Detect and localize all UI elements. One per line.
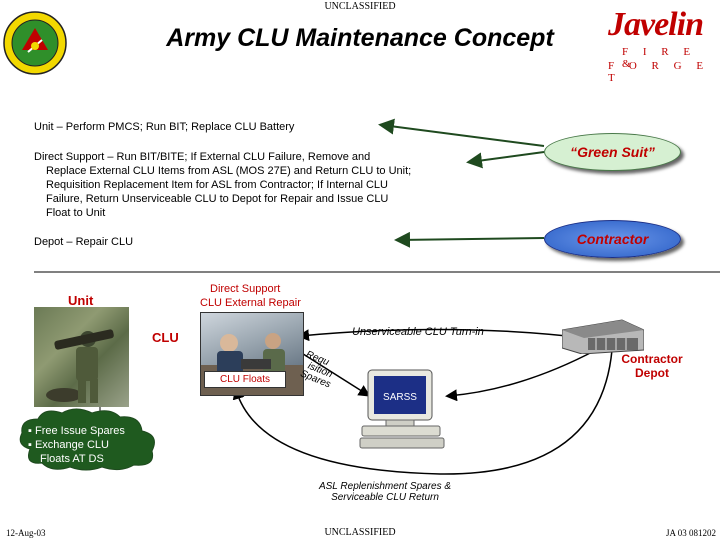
contractor-depot-line-1: Contractor [621, 352, 683, 366]
bullet-2-cont: Floats AT DS [40, 453, 104, 465]
ds-line-2: Replace External CLU Items from ASL (MOS… [46, 165, 412, 177]
bullet-2-text: Exchange CLU [34, 439, 109, 451]
clu-label: CLU [152, 330, 179, 345]
logo-row-2: F O R G E T [608, 60, 710, 84]
bullet-2: ▪ Exchange CLU [28, 439, 109, 451]
clu-floats-label: CLU Floats [204, 371, 286, 388]
ds-line-5: Float to Unit [46, 207, 106, 219]
ds-line-4: Failure, Return Unserviceable CLU to Dep… [46, 193, 389, 205]
contractor-oval: Contractor [544, 220, 681, 258]
contractor-depot-line-2: Depot [635, 366, 669, 380]
level-unit-text: Unit – Perform PMCS; Run BIT; Replace CL… [34, 121, 295, 133]
bullet-1: ▪ Free Issue Spares [28, 425, 125, 437]
arrow-direct-support [466, 151, 545, 169]
soldier-figure [46, 329, 114, 403]
asl-line-1: ASL Replenishment Spares & [318, 481, 452, 492]
arrow-unit [378, 118, 545, 147]
ds-line-3: Requisition Replacement Item for ASL fro… [46, 179, 388, 191]
soldier-photo [34, 307, 129, 407]
asl-line-2: Serviceable CLU Return [331, 492, 439, 503]
level-depot-text: Depot – Repair CLU [34, 236, 134, 248]
footer-date: 12-Aug-03 [6, 528, 46, 538]
classification-bottom: UNCLASSIFIED [324, 527, 396, 538]
clu-external-repair-label: CLU External Repair [200, 297, 301, 309]
ds-line-1: Direct Support – Run BIT/BITE; If Extern… [34, 151, 371, 163]
arrow-asl-return [232, 349, 613, 475]
turn-in-label: Unserviceable CLU Turn-in [352, 326, 484, 338]
sarss-label: SARSS [383, 392, 417, 403]
asl-replenishment-label: ASL Replenishment Spares & Serviceable C… [300, 481, 470, 503]
logo-word: Javelin [608, 6, 704, 43]
direct-support-label: Direct Support [210, 283, 281, 295]
level-direct-support-text: Direct Support – Run BIT/BITE; If Extern… [34, 150, 411, 220]
page-title: Army CLU Maintenance Concept [166, 24, 554, 52]
logo-row-1: F I R E & [622, 46, 697, 70]
contractor-depot-label: Contractor Depot [612, 352, 692, 380]
cloud-bullets: ▪ Free Issue Spares ▪ Exchange CLU Float… [28, 424, 125, 466]
green-suit-oval: “Green Suit” [544, 133, 681, 171]
unit-label: Unit [68, 293, 94, 308]
sarss-computer-icon [359, 369, 445, 449]
footer-ref: JA 03 081202 [665, 528, 716, 538]
arrow-depot [394, 231, 545, 248]
classification-top: UNCLASSIFIED [324, 1, 396, 12]
arrow-sarss-contractor [445, 349, 597, 402]
depot-building-icon [562, 319, 644, 354]
arrow-turn-in [297, 328, 586, 342]
spares-cloud [19, 408, 155, 471]
arrow-requisition [299, 351, 371, 397]
javelin-logo: Javelin F I R E & F O R G E T [600, 6, 718, 84]
bullet-1-text: Free Issue Spares [34, 425, 125, 437]
unit-seal-logo [3, 11, 67, 75]
